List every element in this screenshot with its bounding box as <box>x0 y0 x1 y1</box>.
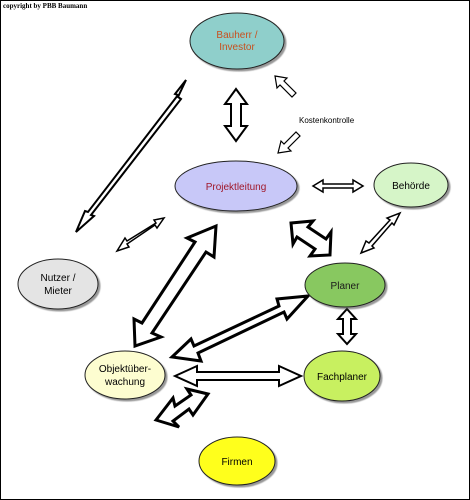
node-firmen-label: Firmen <box>221 457 252 468</box>
node-behoerde[interactable]: Behörde <box>373 162 449 208</box>
node-fachplaner-label: Fachplaner <box>317 372 368 383</box>
arrow-objektueberwachung-firmen <box>153 386 211 429</box>
arrow-objektueberwachung-fachplaner <box>172 364 304 388</box>
node-projektleitung[interactable]: Projektleitung <box>174 160 298 212</box>
node-nutzer[interactable]: Nutzer / Mieter <box>17 258 99 310</box>
node-bauherr[interactable]: Bauherr / Investor <box>189 12 285 70</box>
arrow-nutzer-bauherr <box>75 79 187 233</box>
arrow-kostenkontrolle-up <box>274 75 297 98</box>
node-behoerde-label: Behörde <box>392 181 430 192</box>
arrow-projektleitung-nutzer <box>115 216 166 253</box>
node-planer-label: Planer <box>331 281 361 292</box>
arrow-behoerde-planer <box>359 211 402 255</box>
arrow-bauherr-projektleitung <box>223 87 249 143</box>
node-objektueberwachung-label-1: Objektüber- <box>99 364 151 375</box>
node-bauherr-label-2: Investor <box>219 42 255 53</box>
node-planer[interactable]: Planer <box>304 262 386 308</box>
node-bauherr-label-1: Bauherr / <box>216 30 257 41</box>
node-objektueberwachung[interactable]: Objektüber- wachung <box>84 350 166 400</box>
copyright-text: copyright by PBB Baumann <box>3 2 88 10</box>
node-objektueberwachung-label-2: wachung <box>104 377 145 388</box>
node-firmen[interactable]: Firmen <box>198 436 276 486</box>
node-nutzer-label-1: Nutzer / <box>40 273 75 284</box>
kostenkontrolle-label: Kostenkontrolle <box>299 116 355 125</box>
arrow-projektleitung-objektueberwachung <box>132 223 218 349</box>
arrow-projektleitung-behoerde <box>311 178 365 194</box>
node-projektleitung-label: Projektleitung <box>206 182 267 193</box>
node-fachplaner[interactable]: Fachplaner <box>303 350 381 402</box>
arrow-kostenkontrolle-down <box>277 131 301 154</box>
arrow-planer-objektueberwachung <box>168 294 312 363</box>
arrow-planer-fachplaner <box>335 307 359 346</box>
node-nutzer-label-2: Mieter <box>44 286 72 297</box>
arrow-projektleitung-planer <box>289 219 333 258</box>
